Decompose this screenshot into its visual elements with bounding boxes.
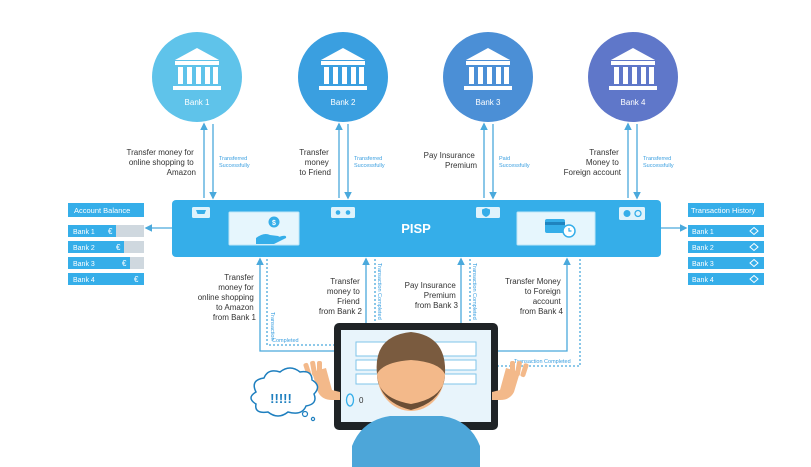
- history-row-label: Bank 4: [692, 277, 714, 284]
- status-label-bank-3: Paid Successfully: [499, 156, 530, 169]
- upper-action-labels: Transfer money for online shopping to Am…: [126, 148, 621, 177]
- globe-icon: [623, 210, 631, 217]
- bank-2-node: Bank 2: [298, 32, 388, 122]
- bank-3-label: Bank 3: [476, 98, 501, 107]
- person-shirt: [352, 416, 480, 467]
- action-label-bank-4: Transfer Money to Foreign account: [564, 148, 622, 177]
- thought-bubble-text: !!!!!: [270, 391, 292, 406]
- status-label-bank-2: Transferred Successfully: [354, 156, 385, 169]
- coin-symbol: $: [272, 220, 276, 227]
- diamond-icon: [749, 226, 759, 236]
- status-label-bank-1: Transferred Successfully: [219, 156, 250, 169]
- left-hand: [303, 360, 340, 400]
- completed-arrow-user-1: [266, 259, 345, 349]
- right-hand: [492, 361, 529, 400]
- upper-arrows: [200, 122, 641, 200]
- magnifier-icon: [634, 209, 642, 218]
- thought-bubble: !!!!!: [250, 367, 319, 422]
- action-label-bank-2: Transfer money to Friend: [299, 148, 331, 177]
- action-label-bank-3: Pay Insurance Premium: [424, 151, 478, 170]
- balance-row[interactable]: Bank 2 €: [68, 241, 144, 253]
- bank-1-node: Bank 1: [152, 32, 242, 122]
- bank-4-label: Bank 4: [621, 98, 646, 107]
- account-balance-header: [68, 203, 144, 217]
- bank-building-icon: [609, 48, 657, 90]
- action-label-bank-1: Transfer money for online shopping to Am…: [126, 148, 196, 177]
- request-label-bank-2: Transfer money to Friend from Bank 2: [319, 277, 363, 316]
- balance-row[interactable]: Bank 4 €: [68, 273, 144, 285]
- shopping-cart-icon-shape: [196, 210, 206, 214]
- history-row[interactable]: Bank 2: [688, 241, 764, 253]
- request-arrow-user-1: [256, 257, 344, 352]
- completed-label-2: Transaction Completed: [376, 263, 382, 320]
- transaction-history-header: [688, 203, 764, 217]
- balance-row[interactable]: Bank 3 €: [68, 257, 144, 269]
- thought-bubble-cloud: [250, 367, 319, 417]
- euro-icon: €: [122, 259, 127, 268]
- transaction-history-title: Transaction History: [691, 206, 756, 215]
- bank-4-node: Bank 4: [588, 32, 678, 122]
- person-icon: [335, 210, 341, 215]
- completed-labels: Transaction Completed Transaction Comple…: [269, 263, 571, 365]
- completed-label-3: Transaction Completed: [471, 263, 477, 320]
- account-balance-panel: Account Balance Bank 1 € Bank 2 € Bank 3…: [68, 203, 144, 285]
- history-row-label: Bank 3: [692, 261, 714, 268]
- shield-icon: [482, 208, 490, 217]
- history-row-label: Bank 1: [692, 229, 714, 236]
- completed-label-1-top: Transaction: [269, 312, 275, 341]
- bank-building-icon: [319, 48, 367, 90]
- card-payment-icon: [545, 219, 576, 238]
- history-row[interactable]: Bank 1: [688, 225, 764, 237]
- history-row[interactable]: Bank 4: [688, 273, 764, 285]
- euro-icon: €: [108, 227, 113, 236]
- bank-3-node: Bank 3: [443, 32, 533, 122]
- request-arrow-user-4: [488, 257, 571, 352]
- euro-icon: €: [116, 243, 121, 252]
- balance-row[interactable]: Bank 1 €: [68, 225, 144, 237]
- completed-label-4: Transaction Completed: [514, 359, 571, 365]
- balance-row-label: Bank 1: [73, 229, 95, 236]
- screen-oval-icon: [345, 393, 355, 407]
- person-hair-back: [377, 374, 445, 410]
- bank-building-icon: [464, 48, 512, 90]
- hand-coin-icon: $: [256, 216, 287, 244]
- screen-digit: 0: [359, 396, 364, 405]
- upper-status-labels: Transferred Successfully Transferred Suc…: [219, 156, 674, 169]
- lower-request-labels: Transfer money for online shopping to Am…: [198, 273, 564, 322]
- request-label-bank-3: Pay Insurance Premium from Bank 3: [405, 281, 459, 310]
- account-balance-title: Account Balance: [74, 206, 130, 215]
- status-label-bank-4: Transferred Successfully: [643, 156, 674, 169]
- person-hair: [376, 332, 446, 374]
- thought-bubble-dot: [301, 410, 309, 418]
- pisp-bar: $ PISP: [172, 200, 661, 257]
- diamond-icon: [749, 258, 759, 268]
- diamond-icon: [749, 242, 759, 252]
- euro-icon: €: [134, 275, 139, 284]
- balance-row-label: Bank 4: [73, 277, 95, 284]
- request-label-bank-4: Transfer Money to Foreign account from B…: [505, 277, 564, 316]
- user-at-computer: 0: [303, 323, 529, 467]
- pisp-title: PISP: [401, 221, 431, 236]
- history-row[interactable]: Bank 3: [688, 257, 764, 269]
- balance-row-label: Bank 2: [73, 245, 95, 252]
- people-transfer-icon: [331, 207, 355, 218]
- transaction-history-panel: Transaction History Bank 1 Bank 2 Bank 3…: [688, 203, 764, 285]
- bank-2-label: Bank 2: [331, 98, 356, 107]
- balance-row-label: Bank 3: [73, 261, 95, 268]
- history-row-label: Bank 2: [692, 245, 714, 252]
- person-icon: [345, 210, 351, 215]
- thought-bubble-dot: [310, 416, 316, 422]
- request-label-bank-1: Transfer money for online shopping to Am…: [198, 273, 257, 322]
- diamond-icon: [749, 274, 759, 284]
- bank-building-icon: [173, 48, 221, 90]
- bank-1-label: Bank 1: [185, 98, 210, 107]
- completed-label-1-bottom: Completed: [272, 338, 299, 344]
